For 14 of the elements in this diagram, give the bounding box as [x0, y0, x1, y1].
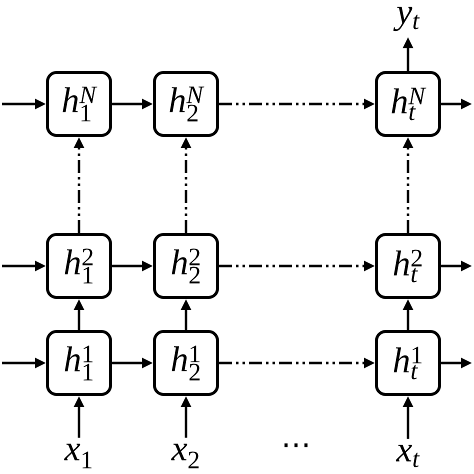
hidden-state-box: $h_1^2$ [46, 233, 112, 299]
hidden-state-box: $h_1^N$ [46, 71, 112, 137]
hidden-state-box: $h_2^N$ [153, 71, 219, 137]
hidden-state-box: $h_1^1$ [46, 330, 112, 396]
ellipsis: ⋯ [284, 443, 308, 448]
input-label: $x_1$ [64, 444, 92, 468]
hidden-state-box: $h_t^1$ [375, 330, 441, 396]
hidden-state-box: $h_2^2$ [153, 233, 219, 299]
input-label: $x_2$ [171, 444, 199, 468]
hidden-state-box: $h_2^1$ [153, 330, 219, 396]
hidden-state-box: $h_t^N$ [375, 71, 441, 137]
input-label: $x_t$ [396, 444, 420, 468]
output-label: $y_t$ [393, 6, 420, 32]
hidden-state-box: $h_t^2$ [375, 233, 441, 299]
